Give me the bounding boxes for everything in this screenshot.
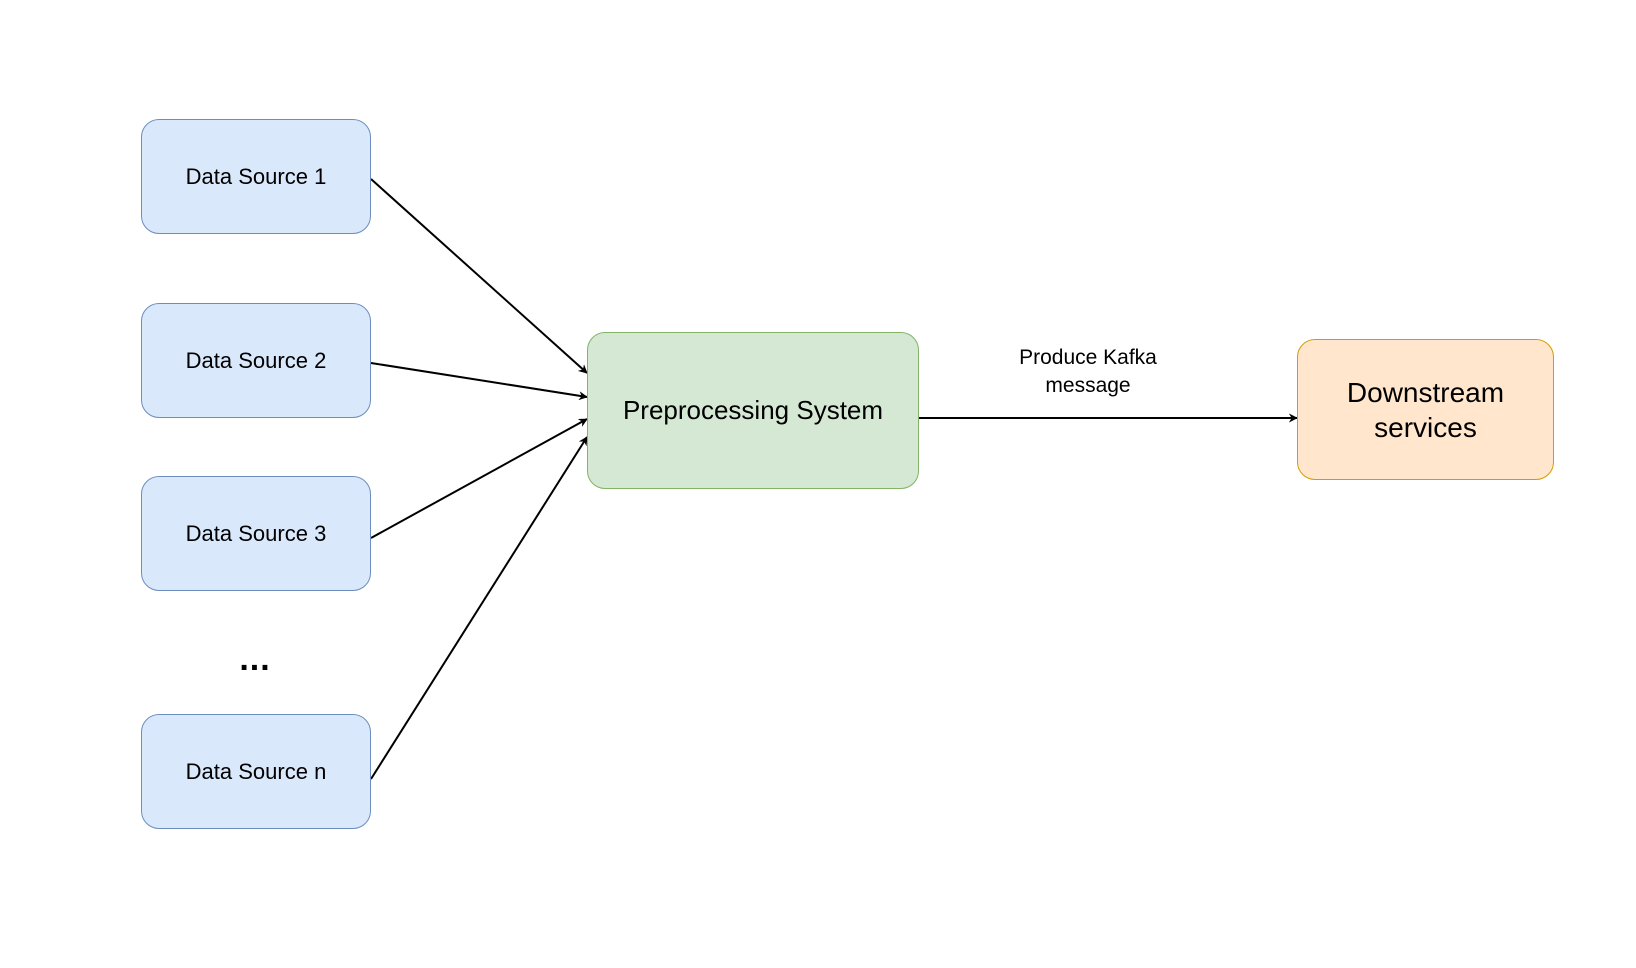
preprocessing-system-node[interactable]: Preprocessing System [587, 332, 919, 489]
edge-source-3-to-preprocessing [370, 418, 588, 539]
more-sources-ellipsis: ... [239, 640, 271, 678]
edge-source-1-to-preprocessing [370, 178, 588, 374]
data-source-3-label: Data Source 3 [185, 520, 327, 546]
data-source-2-node[interactable]: Data Source 2 [141, 303, 371, 418]
downstream-label-line-1: Downstream [1346, 376, 1505, 408]
data-source-1-label: Data Source 1 [185, 163, 327, 189]
downstream-services-node[interactable]: Downstream services [1297, 339, 1554, 480]
data-source-n-node[interactable]: Data Source n [141, 714, 371, 829]
preprocessing-system-label: Preprocessing System [622, 395, 884, 425]
kafka-edge-label-line-1: Produce Kafka [1019, 346, 1157, 369]
edge-source-2-to-preprocessing [370, 362, 588, 401]
data-source-2-label: Data Source 2 [185, 347, 327, 373]
data-source-3-node[interactable]: Data Source 3 [141, 476, 371, 591]
edge-source-n-to-preprocessing [370, 436, 588, 780]
kafka-edge-label: Produce Kafka message [988, 344, 1188, 400]
data-source-n-label: Data Source n [185, 758, 327, 784]
downstream-label-line-2: services [1374, 411, 1477, 443]
kafka-edge-label-line-2: message [1045, 374, 1131, 397]
data-source-1-node[interactable]: Data Source 1 [141, 119, 371, 234]
